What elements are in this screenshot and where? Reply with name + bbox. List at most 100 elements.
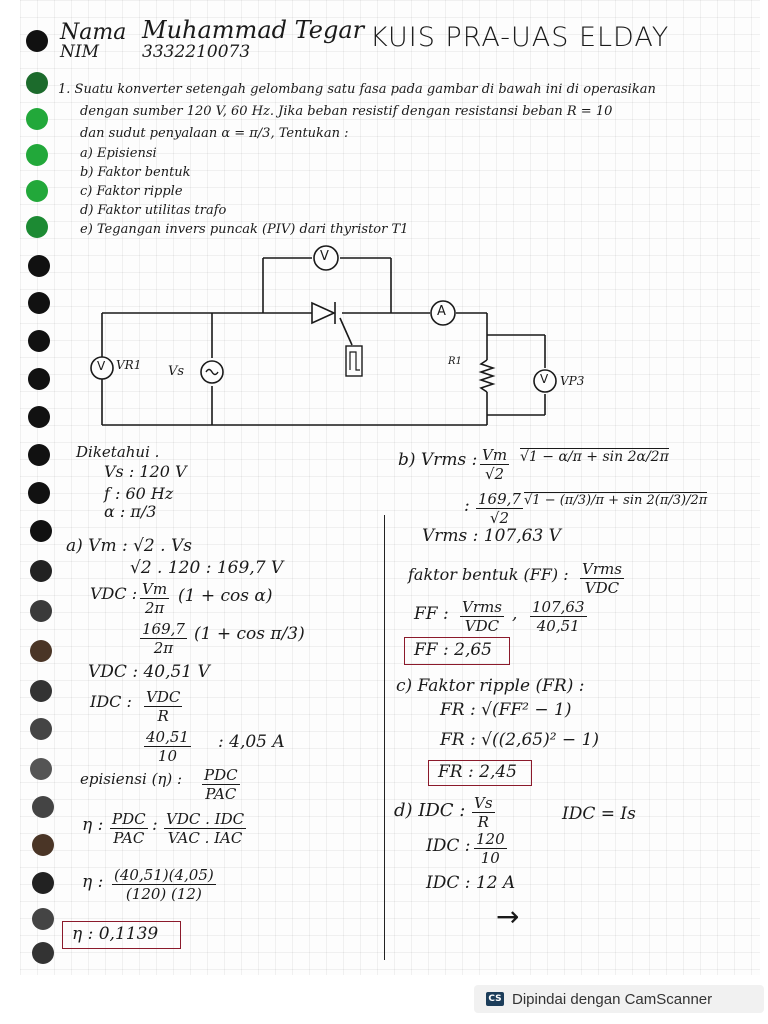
a-eta-label: η : — [82, 815, 104, 835]
a-idc-label: IDC : — [90, 692, 132, 711]
a-idc2-result: : 4,05 A — [218, 732, 285, 752]
a-idc2-fraction: 40,51 10 — [144, 728, 191, 765]
c-label: c) Faktor ripple (FR) : — [396, 676, 585, 696]
a-eff-fraction: PDC PAC — [202, 766, 240, 803]
b-root-1: √1 − α/π + sin 2α/2π — [520, 448, 669, 465]
b-ff-result-box — [404, 637, 510, 665]
d-fraction-1: Vs R — [472, 794, 495, 831]
binder-hole — [26, 72, 48, 94]
binder-hole — [30, 560, 52, 582]
binder-hole — [32, 834, 54, 856]
question-line-2: dengan sumber 120 V, 60 Hz. Jika beban r… — [80, 104, 613, 119]
a-vdc2-tail: (1 + cos π/3) — [194, 624, 305, 644]
question-line-1: 1. Suatu konverter setengah gelombang sa… — [58, 82, 656, 97]
question-line-3: dan sudut penyalaan α = π/3, Tentukan : — [80, 126, 349, 141]
b-ff-fraction: Vrms VDC — [460, 598, 504, 635]
binder-hole — [28, 368, 50, 390]
c-fr-2: FR : √((2,65)² − 1) — [440, 730, 600, 750]
nim-label: NIM — [60, 42, 99, 62]
label-r1: R1 — [448, 356, 462, 367]
d-label: d) IDC : — [394, 800, 466, 821]
binder-hole — [32, 908, 54, 930]
b-label: b) Vrms : — [398, 450, 478, 470]
binder-hole — [28, 406, 50, 428]
binder-hole — [28, 255, 50, 277]
d-l3: IDC : 12 A — [426, 873, 516, 893]
camscanner-watermark: CS Dipindai dengan CamScanner — [474, 985, 764, 1013]
a-eta-calc-label: η : — [82, 872, 104, 892]
question-item-e: e) Tegangan invers puncak (PIV) dari thy… — [80, 222, 409, 237]
question-item-b: b) Faktor bentuk — [80, 165, 191, 180]
binder-hole — [32, 872, 54, 894]
binder-hole — [32, 942, 54, 964]
d-fraction-2: 120 10 — [474, 830, 507, 867]
binder-hole — [28, 444, 50, 466]
binder-hole — [30, 600, 52, 622]
page-title: KUIS PRA-UAS ELDAY — [370, 22, 670, 53]
a-vm-2: √2 . 120 : 169,7 V — [130, 558, 284, 578]
binder-hole — [26, 216, 48, 238]
a-vm-1: a) Vm : √2 . Vs — [66, 536, 192, 556]
binder-hole — [30, 758, 52, 780]
binder-hole — [28, 292, 50, 314]
label-vs: Vs — [168, 364, 185, 379]
known-f: f : 60 Hz — [104, 484, 174, 503]
c-fr-1: FR : √(FF² − 1) — [440, 700, 572, 720]
known-vs: Vs : 120 V — [104, 462, 187, 481]
b-root-2: √1 − (π/3)/π + sin 2(π/3)/2π — [524, 492, 708, 508]
question-item-c: c) Faktor ripple — [80, 184, 183, 199]
b-fraction-2: 169,7 √2 — [476, 490, 523, 527]
question-item-d: d) Faktor utilitas trafo — [80, 203, 227, 218]
binder-hole — [30, 680, 52, 702]
b-ff-comma: , — [512, 604, 518, 624]
a-vdc-result: VDC : 40,51 V — [88, 662, 210, 682]
meter-vp3-icon: V — [540, 372, 549, 386]
a-eta-result-box — [62, 921, 181, 949]
column-divider — [384, 515, 385, 960]
circuit-diagram — [90, 245, 557, 426]
camscanner-logo-icon: CS — [486, 992, 504, 1006]
a-vdc2-fraction: 169,7 2π — [140, 620, 187, 657]
arrow-right-icon: → — [496, 900, 520, 933]
a-eta-fraction-2: VDC . IDC VAC . IAC — [164, 810, 247, 847]
meter-vr1-icon: V — [97, 359, 106, 373]
a-vdc-label: VDC : — [90, 584, 138, 603]
known-title: Diketahui . — [76, 443, 160, 461]
b-ff-label: FF : — [414, 604, 449, 624]
meter-v-icon: V — [320, 249, 329, 264]
b-ff-def-fraction: Vrms VDC — [580, 560, 624, 597]
a-vdc-fraction: Vm 2π — [140, 580, 170, 617]
a-eta-fraction-1: PDC PAC — [110, 810, 148, 847]
b-fraction-1: Vm √2 — [480, 446, 510, 483]
binder-hole — [32, 796, 54, 818]
binder-hole — [26, 30, 48, 52]
notebook-page — [20, 0, 760, 975]
b-colon-2: : — [464, 496, 470, 516]
binder-hole — [30, 718, 52, 740]
nim-value: 3332210073 — [142, 42, 251, 62]
label-vp3: VP3 — [560, 374, 585, 388]
b-ff-result: FF : 2,65 — [414, 640, 492, 660]
b-vrms-result: Vrms : 107,63 V — [422, 526, 561, 546]
name-label: Nama — [60, 20, 127, 45]
d-side-note: IDC = Is — [562, 804, 636, 824]
a-eff-label: episiensi (η) : — [80, 770, 183, 788]
binder-hole — [26, 144, 48, 166]
known-alpha: α : π/3 — [104, 502, 157, 521]
a-vdc-tail: (1 + cos α) — [178, 586, 273, 606]
binder-hole — [28, 330, 50, 352]
a-eta-colon: : — [152, 815, 158, 835]
b-ff-def: faktor bentuk (FF) : — [408, 565, 569, 584]
binder-hole — [30, 640, 52, 662]
c-fr-result-box — [428, 760, 532, 786]
name-value: Muhammad Tegar — [142, 16, 365, 44]
a-idc-fraction: VDC R — [144, 688, 183, 725]
a-eta-result: η : 0,1139 — [72, 924, 159, 944]
binder-hole — [26, 180, 48, 202]
b-ff-fraction-2: 107,63 40,51 — [530, 598, 587, 635]
d-l2: IDC : — [426, 836, 471, 856]
binder-hole — [28, 482, 50, 504]
a-eta-calc-fraction: (40,51)(4,05) (120) (12) — [112, 866, 216, 903]
c-fr-result: FR : 2,45 — [438, 762, 517, 782]
label-vr1: VR1 — [116, 358, 142, 372]
